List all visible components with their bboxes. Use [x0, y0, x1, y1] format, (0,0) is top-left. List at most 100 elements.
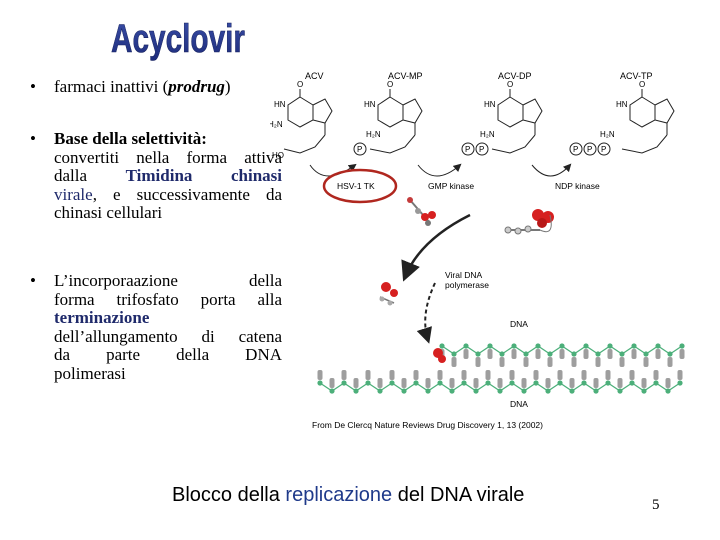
slide-title: Acyclovir: [111, 17, 246, 62]
phosphate-label: P: [573, 145, 578, 154]
phosphate-icon: [353, 142, 367, 156]
phosphate-label: P: [465, 145, 470, 154]
enzyme-ndp-kinase: NDP kinase: [555, 181, 600, 191]
dna-backbone-bead: [679, 343, 685, 349]
dna-base: [463, 349, 469, 359]
enzyme-hsv-tk: HSV-1 TK: [337, 181, 375, 191]
page-number: 5: [652, 497, 660, 513]
dna-backbone-bead: [655, 343, 661, 349]
dna-label-bottom: DNA: [510, 399, 528, 409]
dna-backbone-bead: [545, 388, 551, 394]
dna-backbone-bead: [317, 380, 323, 386]
atom-h2n: H₂N: [480, 130, 495, 139]
dna-backbone-bead: [641, 388, 647, 394]
dna-backbone-bead: [413, 380, 419, 386]
dna-base: [559, 349, 565, 359]
dna-base: [473, 378, 479, 388]
dna-base: [557, 370, 563, 380]
footer-caption: Blocco della replicazione del DNA virale: [172, 484, 525, 506]
dna-base: [475, 357, 481, 367]
phosphate-icon: [597, 142, 611, 156]
molecule-label-acv-mp: ACV-MP: [388, 71, 423, 81]
figure-source: From De Clercq Nature Reviews Drug Disco…: [312, 420, 543, 430]
polymerase-label-line2: polymerase: [445, 280, 489, 290]
dna-base: [485, 370, 491, 380]
dna-backbone-bead: [559, 343, 565, 349]
dna-base: [607, 349, 613, 359]
dna-base: [653, 370, 659, 380]
dna-label-top: DNA: [510, 319, 528, 329]
dna-base: [499, 357, 505, 367]
acyclovir-activation-diagram: ACV ACV-MP ACV-DP ACV-TP O HN H₂N HO P O…: [270, 71, 685, 409]
dna-backbone-bead: [605, 380, 611, 386]
dna-base: [401, 378, 407, 388]
dna-base: [487, 349, 493, 359]
dna-backbone-bead: [497, 388, 503, 394]
polymerase-label-line1: Viral DNA: [445, 270, 482, 280]
dna-backbone-bead: [629, 380, 635, 386]
atom-hn: HN: [616, 100, 628, 109]
flow-arrow-to-polymerase: [401, 213, 471, 282]
dna-base: [449, 378, 455, 388]
dna-backbone-bead: [511, 343, 517, 349]
dna-backbone-bead: [473, 388, 479, 394]
atom-ho: HO: [272, 151, 284, 160]
dna-backbone-bead: [353, 388, 359, 394]
phosphate-label: P: [601, 145, 606, 154]
phosphate-label: P: [357, 145, 362, 154]
dna-base: [389, 370, 395, 380]
dna-bottom-strand: [317, 370, 683, 394]
acv-dp-structure: [491, 89, 543, 154]
molecule-label-acv-dp: ACV-DP: [498, 71, 532, 81]
dna-base: [437, 370, 443, 380]
dna-base: [677, 370, 683, 380]
dna-backbone-bead: [557, 380, 563, 386]
nucleotide-sketch-middle: [504, 209, 554, 235]
nucleotide-sketch-left: [407, 197, 436, 226]
dna-base: [643, 357, 649, 367]
molecule-label-acv: ACV: [305, 71, 324, 81]
dna-backbone-bead: [487, 343, 493, 349]
dna-backbone-bead: [437, 380, 443, 386]
dna-base: [329, 378, 335, 388]
dna-base: [545, 378, 551, 388]
atom-h2n: H₂N: [600, 130, 615, 139]
dna-backbone-bead: [533, 380, 539, 386]
step-arrow-tk: [309, 163, 357, 177]
dna-backbone-bead: [677, 380, 683, 386]
dna-backbone-bead: [535, 343, 541, 349]
incorporated-acv: [433, 348, 446, 363]
dna-backbone-bead: [475, 351, 481, 357]
dna-base: [631, 349, 637, 359]
dna-backbone-bead: [653, 380, 659, 386]
dna-base: [617, 378, 623, 388]
dna-base: [365, 370, 371, 380]
dna-base: [535, 349, 541, 359]
dna-base: [317, 370, 323, 380]
phosphate-label: P: [479, 145, 484, 154]
atom-o: O: [639, 80, 645, 89]
dna-backbone-bead: [439, 343, 445, 349]
dna-backbone-bead: [401, 388, 407, 394]
phosphate-icon: [475, 142, 489, 156]
dna-backbone-bead: [583, 343, 589, 349]
atom-h2n: H₂N: [366, 130, 381, 139]
dna-backbone-bead: [365, 380, 371, 386]
acv-mp-structure: [369, 89, 423, 154]
atom-hn: HN: [364, 100, 376, 109]
dna-backbone-bead: [521, 388, 527, 394]
acv-tp-structure: [621, 89, 675, 154]
dna-backbone-bead: [593, 388, 599, 394]
dna-top-strand: [439, 343, 685, 367]
dna-base: [451, 357, 457, 367]
dna-backbone-bead: [499, 351, 505, 357]
phosphate-icon: [569, 142, 583, 156]
enzyme-gmp-kinase: GMP kinase: [428, 181, 474, 191]
dna-backbone-bead: [643, 351, 649, 357]
dna-base: [667, 357, 673, 367]
dna-backbone-bead: [595, 351, 601, 357]
slide-title-text: Acyclovir: [111, 17, 245, 61]
dna-base: [655, 349, 661, 359]
dna-backbone-bead: [329, 388, 335, 394]
dna-backbone-bead: [377, 388, 383, 394]
